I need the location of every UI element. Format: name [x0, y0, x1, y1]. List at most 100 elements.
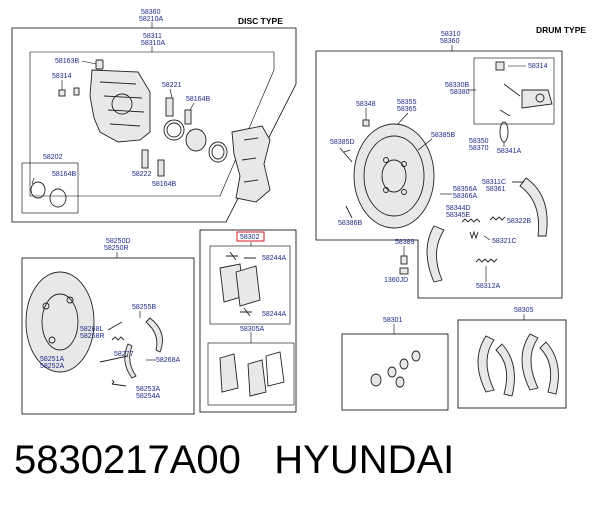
- label-58361: 58361: [486, 186, 506, 193]
- label-58312A: 58312A: [476, 283, 500, 290]
- label-58253A: 58253A: [136, 386, 160, 393]
- bleeder-screw-shape: [95, 59, 104, 70]
- part-number: 5830217A00: [14, 438, 241, 482]
- label-58366A: 58366A: [453, 193, 477, 200]
- piston-shape: [185, 128, 207, 152]
- label-58222: 58222: [132, 171, 152, 178]
- pad-set-shape-b: [247, 359, 267, 397]
- label-58386B: 58386B: [338, 220, 362, 227]
- bolt-shape-b: [157, 159, 165, 177]
- label-58244A-a: 58244A: [262, 255, 286, 262]
- cylinder-kit-outline: [341, 333, 449, 411]
- label-58254A: 58254A: [136, 393, 160, 400]
- label-58348: 58348: [356, 101, 376, 108]
- shoe-set-outline: [457, 319, 567, 409]
- label-58310: 58310: [441, 31, 461, 38]
- label-58365: 58365: [397, 106, 417, 113]
- label-58251A: 58251A: [40, 356, 64, 363]
- label-58250D: 58250D: [106, 238, 131, 245]
- pad-kit-section: 58302 58244A 58244A 58305A: [199, 229, 297, 413]
- shoe-set-shape-a: [477, 335, 495, 393]
- boot-inset-box: [21, 162, 79, 214]
- bolt-shape-a: [184, 109, 192, 125]
- boot-shape-b: [49, 188, 67, 208]
- seal-ring-shape: [163, 119, 185, 141]
- label-58305: 58305: [514, 307, 534, 314]
- cylinder-kit-section: 58301: [341, 317, 449, 411]
- label-58380: 58380: [450, 89, 470, 96]
- shoe-set-section: 58305: [457, 307, 567, 409]
- wheel-cylinder-box: [473, 57, 555, 125]
- label-58310A: 58310A: [141, 40, 165, 47]
- label-58301: 58301: [383, 317, 403, 324]
- parking-brake-outline: [21, 257, 195, 415]
- label-58385D: 58385D: [330, 139, 355, 146]
- label-58255B: 58255B: [132, 304, 156, 311]
- drum-shoe-shape-right: [519, 177, 548, 237]
- adjuster-ring-shape: [499, 121, 509, 143]
- label-1360JD: 1360JD: [384, 277, 408, 284]
- small-cap-shape: [73, 87, 80, 96]
- pad-set-inner-box: [207, 342, 295, 406]
- label-58252A: 58252A: [40, 363, 64, 370]
- label-58355: 58355: [397, 99, 417, 106]
- pad-kit-highlight-box: [236, 231, 265, 242]
- drum-shoe-shape-left: [426, 225, 445, 283]
- drum-type-title: DRUM TYPE: [536, 25, 586, 35]
- label-58268A: 58268A: [156, 357, 180, 364]
- label-58360: 58360: [141, 9, 161, 16]
- bleeder-cap-shape: [495, 61, 505, 71]
- label-58244A-b: 58244A: [262, 311, 286, 318]
- disc-type-title: DISC TYPE: [238, 16, 283, 26]
- drum-outline: [315, 50, 563, 299]
- cup-shape-a: [370, 373, 382, 387]
- label-58389: 58389: [395, 239, 415, 246]
- boot-shape-a: [30, 181, 46, 199]
- shoe-set-shape-c: [521, 333, 539, 391]
- backing-plate-shape: [25, 271, 95, 373]
- guide-pin-shape: [141, 149, 149, 169]
- label-58311C: 58311C: [482, 179, 506, 186]
- cap-shape: [58, 89, 66, 97]
- label-58385B: 58385B: [431, 132, 455, 139]
- brand-name: HYUNDAI: [274, 438, 455, 482]
- carrier-bracket-shape: [231, 125, 271, 203]
- caliper-body-shape: [89, 69, 151, 143]
- label-58164B-b: 58164B: [152, 181, 176, 188]
- shoe-set-shape-b: [495, 343, 515, 397]
- pad-kit-outline: [199, 229, 297, 413]
- label-58302: 58302: [240, 234, 260, 241]
- label-58344D: 58344D: [446, 205, 471, 212]
- label-58321C: 58321C: [492, 238, 517, 245]
- label-58305A: 58305A: [240, 326, 264, 333]
- label-58268R: 58268R: [80, 333, 105, 340]
- wheel-cylinder-shape: [521, 89, 553, 109]
- parking-shoe-shape-b: [124, 343, 137, 379]
- parking-brake-section: 58250D 58250R 58255B 58268L 58268R 58277…: [21, 238, 195, 415]
- caption: 5830217A00 HYUNDAI: [14, 436, 454, 484]
- pad-shape-b: [235, 265, 261, 307]
- drum-backing-plate-shape: [353, 123, 435, 229]
- label-58360-drum: 58360: [440, 38, 460, 45]
- label-58250R: 58250R: [104, 245, 129, 252]
- label-58341A: 58341A: [497, 148, 521, 155]
- drum-type-section: DRUM TYPE 58310 58360 58314 58330B 58380…: [315, 25, 586, 299]
- slide-pin-shape: [165, 97, 174, 117]
- label-58221: 58221: [162, 82, 182, 89]
- label-58311: 58311: [143, 33, 162, 40]
- label-58164B-a: 58164B: [186, 96, 210, 103]
- label-58330B: 58330B: [445, 82, 469, 89]
- label-58322B: 58322B: [507, 218, 531, 225]
- label-58202: 58202: [43, 154, 63, 161]
- label-58345E: 58345E: [446, 212, 470, 219]
- label-58268L: 58268L: [80, 326, 103, 333]
- label-58350: 58350: [469, 138, 489, 145]
- parking-shoe-shape-a: [145, 317, 163, 353]
- label-58314-drum: 58314: [528, 63, 548, 70]
- label-58277: 58277: [114, 351, 134, 358]
- pad-kit-inner-box: [209, 245, 291, 325]
- label-58164B-inset: 58164B: [52, 171, 76, 178]
- disc-type-section: DISC TYPE 58360 58210A 58311 58310A 5816…: [11, 9, 297, 223]
